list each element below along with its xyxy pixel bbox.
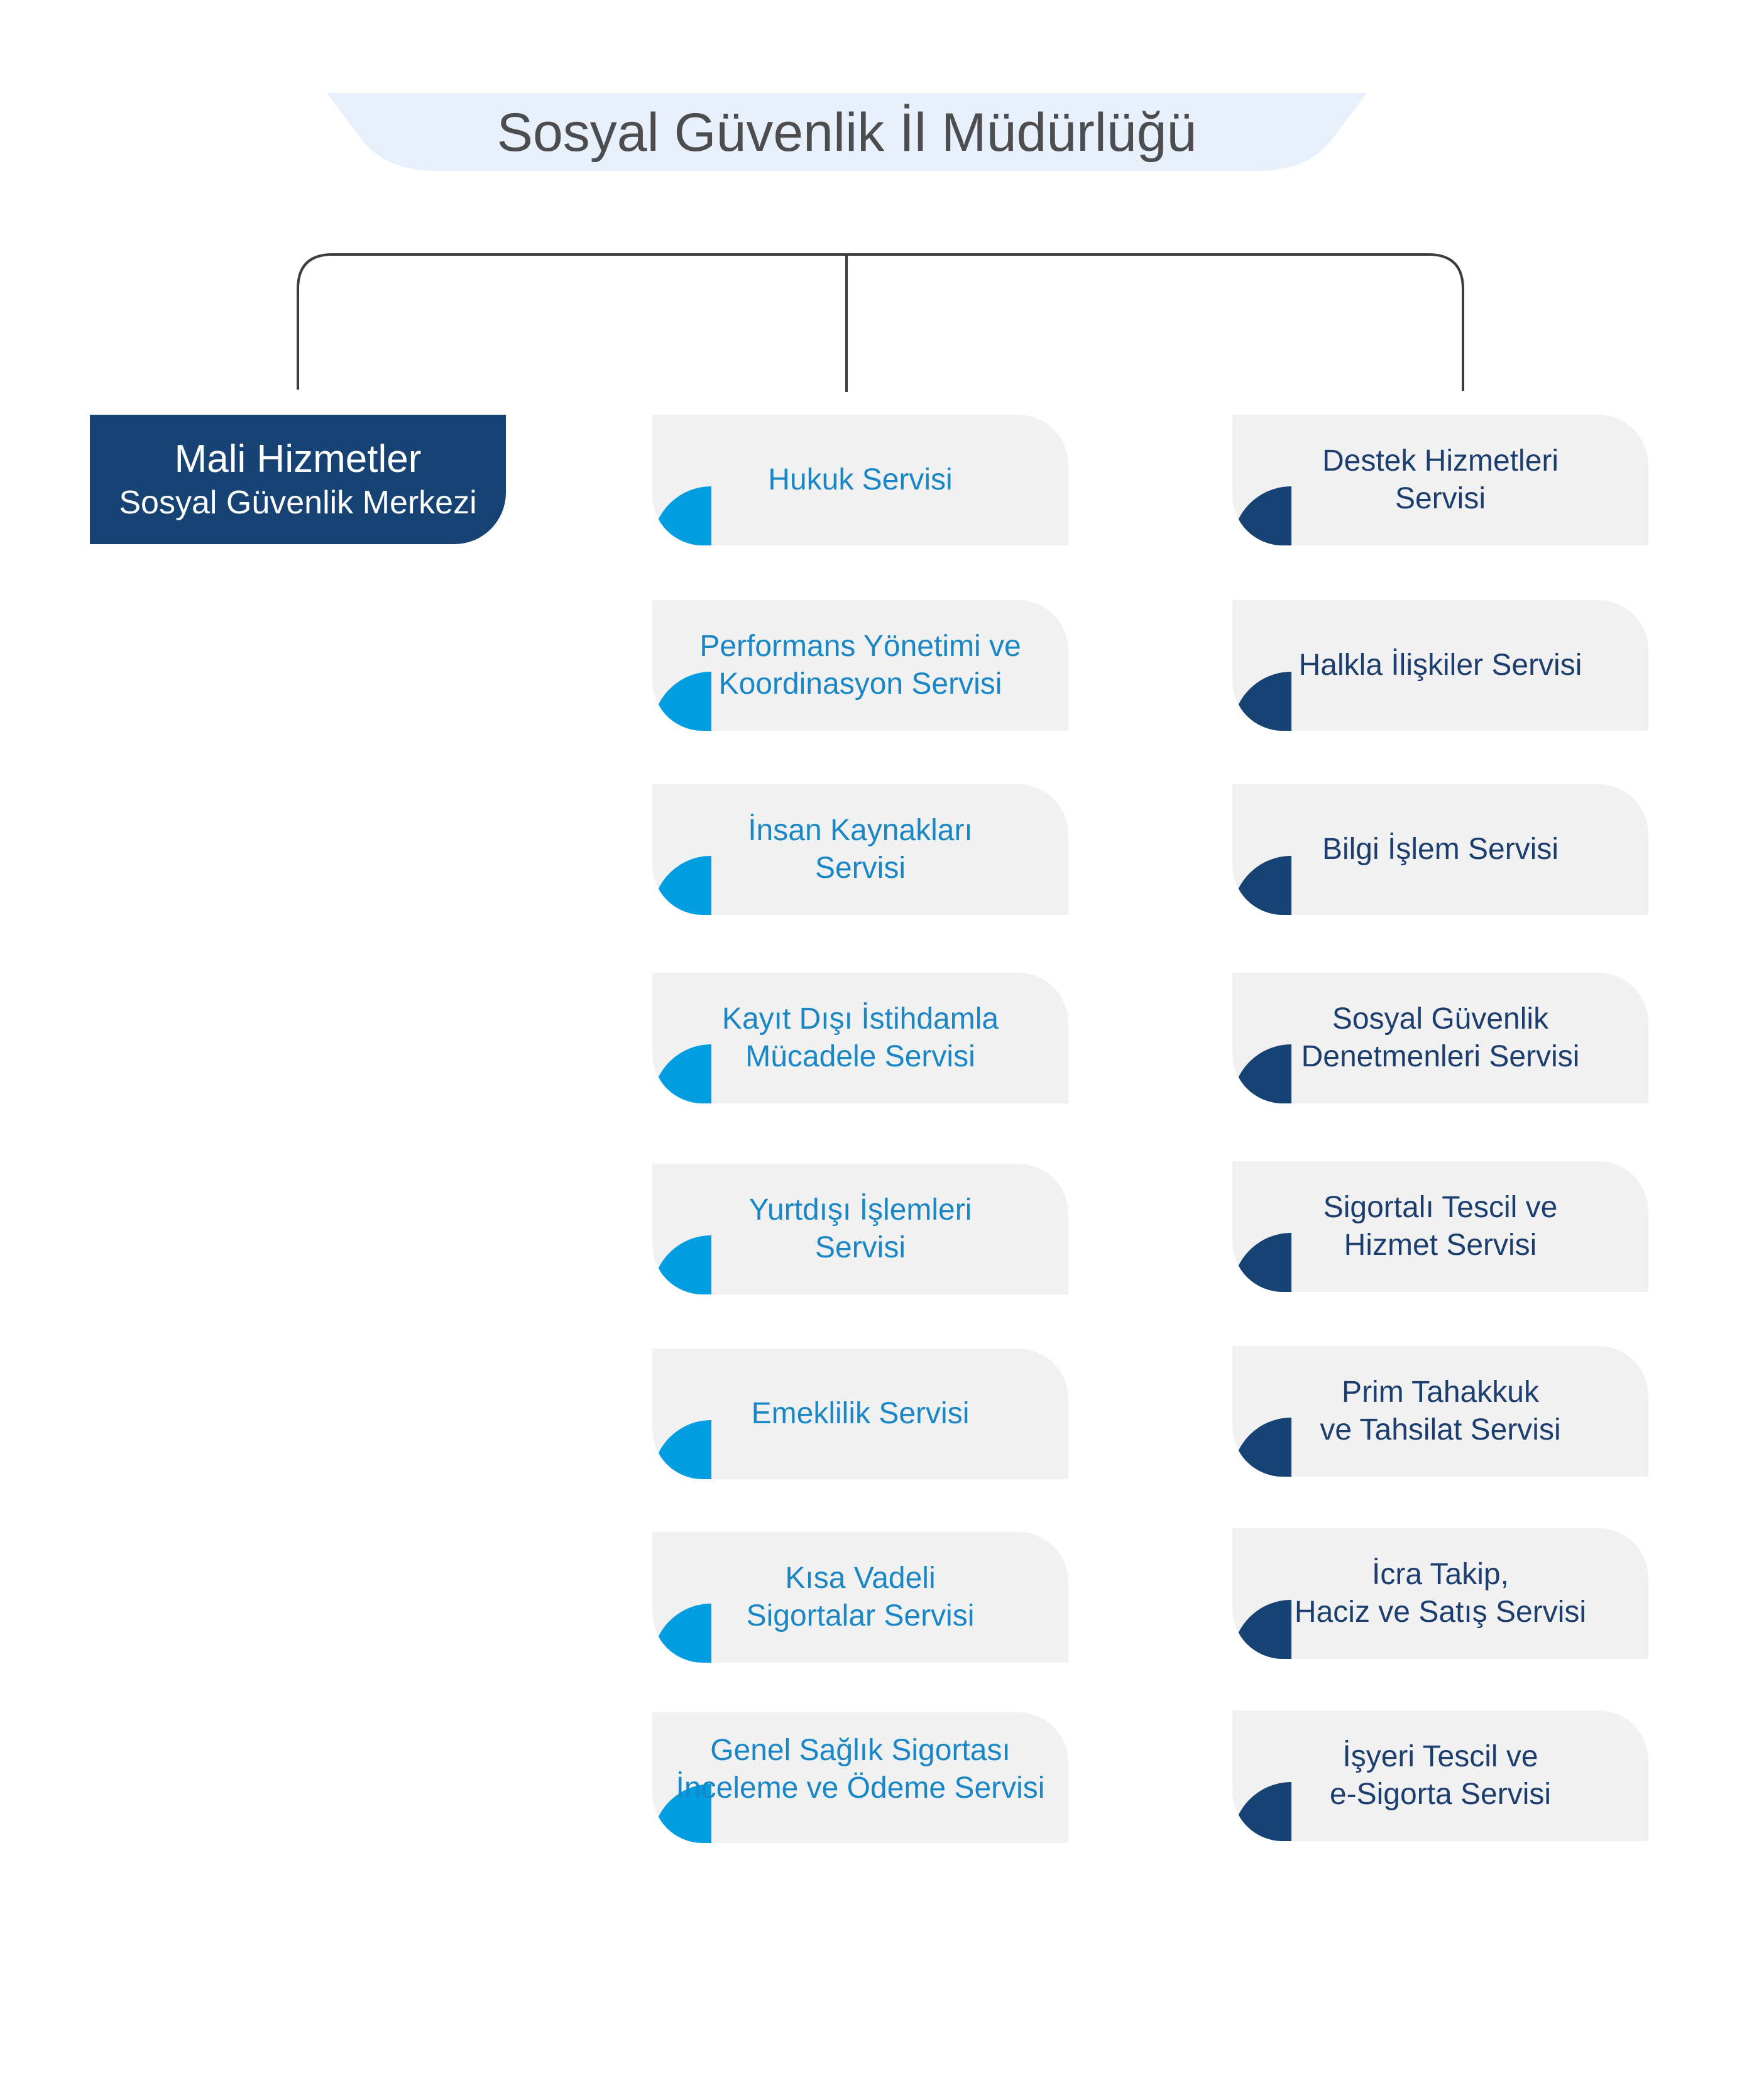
service-box: Sosyal Güvenlik Denetmenleri Servisi [1232, 973, 1648, 1103]
service-box: Kısa Vadeli Sigortalar Servisi [652, 1532, 1068, 1663]
service-box: Prim Tahakkuk ve Tahsilat Servisi [1232, 1346, 1648, 1477]
main-unit-subtitle: Sosyal Güvenlik Merkezi [119, 484, 477, 521]
service-label: Sigortalı Tescil ve Hizmet Servisi [1323, 1191, 1558, 1262]
service-label: Emeklilik Servisi [751, 1397, 970, 1430]
service-label: Kısa Vadeli Sigortalar Servisi [746, 1561, 975, 1632]
service-box: Yurtdışı İşlemleri Servisi [652, 1164, 1068, 1294]
service-box: İcra Takip, Haciz ve Satış Servisi [1232, 1528, 1648, 1659]
service-label: İnsan Kaynakları Servisi [748, 814, 973, 885]
service-label: Sosyal Güvenlik Denetmenleri Servisi [1301, 1002, 1580, 1073]
service-box: Destek Hizmetleri Servisi [1232, 415, 1648, 545]
page-title: Sosyal Güvenlik İl Müdürlüğü [496, 102, 1197, 163]
title-banner [327, 93, 1367, 171]
service-label: Performans Yönetimi ve Koordinasyon Serv… [699, 630, 1021, 701]
service-box: Sigortalı Tescil ve Hizmet Servisi [1232, 1161, 1648, 1292]
service-label: Hukuk Servisi [768, 463, 953, 496]
service-label: Destek Hizmetleri Servisi [1322, 444, 1559, 515]
service-box: Performans Yönetimi ve Koordinasyon Serv… [652, 600, 1068, 731]
service-box: Genel Sağlık Sigortası İnceleme ve Ödeme… [652, 1712, 1068, 1843]
service-box: Kayıt Dışı İstihdamla Mücadele Servisi [652, 973, 1068, 1103]
service-label: Bilgi İşlem Servisi [1322, 833, 1559, 866]
main-unit-title: Mali Hizmetler [174, 437, 422, 481]
service-label: Yurtdışı İşlemleri Servisi [748, 1193, 972, 1264]
service-box: Emeklilik Servisi [652, 1348, 1068, 1479]
service-box: Bilgi İşlem Servisi [1232, 784, 1648, 915]
service-box: Halkla İlişkiler Servisi [1232, 600, 1648, 731]
service-label: Prim Tahakkuk ve Tahsilat Servisi [1320, 1375, 1561, 1446]
service-label: İşyeri Tescil ve e-Sigorta Servisi [1329, 1740, 1552, 1811]
service-label: İcra Takip, Haciz ve Satış Servisi [1294, 1558, 1587, 1629]
service-box: İşyeri Tescil ve e-Sigorta Servisi [1232, 1710, 1648, 1841]
service-label: Halkla İlişkiler Servisi [1298, 648, 1582, 682]
service-box: Hukuk Servisi [652, 415, 1068, 545]
service-label: Kayıt Dışı İstihdamla Mücadele Servisi [721, 1002, 999, 1073]
service-label: Genel Sağlık Sigortası İnceleme ve Ödeme… [676, 1734, 1045, 1805]
mali-hizmetler-box: Mali Hizmetler Sosyal Güvenlik Merkezi [90, 415, 506, 544]
org-connectors [297, 253, 1464, 392]
service-box: İnsan Kaynakları Servisi [652, 784, 1068, 915]
